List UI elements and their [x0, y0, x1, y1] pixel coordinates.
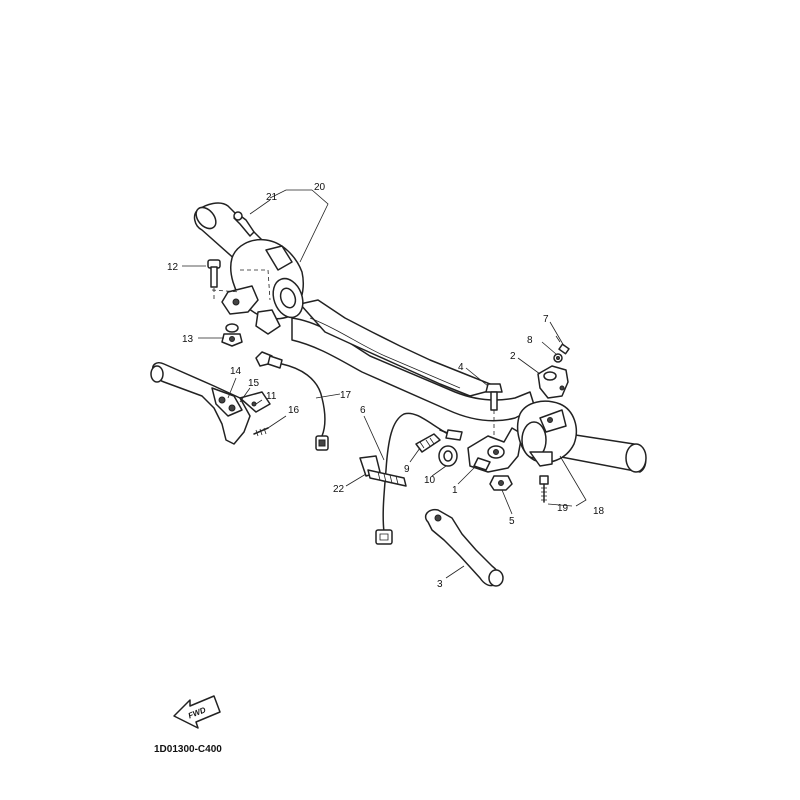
- screw-16: [253, 427, 269, 437]
- callout-17: 17: [340, 390, 352, 401]
- washer-8: [553, 353, 563, 363]
- handlebar: [291, 299, 536, 422]
- diagram-code: 1D01300-C400: [154, 744, 222, 755]
- callout-labels: 20 21 12 13 14 15 11 16 17 6 22 9 10 1 4…: [167, 182, 605, 590]
- throttle-cable: [375, 412, 463, 545]
- right-grip-switch-assembly: [516, 400, 647, 473]
- cable-adjuster: [415, 433, 441, 453]
- master-cylinder-cap-2: [537, 365, 569, 399]
- screw-21: [233, 211, 255, 237]
- forward-direction-arrow: FWD: [173, 695, 221, 729]
- callout-16: 16: [288, 405, 300, 416]
- screw-19: [539, 475, 549, 503]
- collar-10: [438, 445, 458, 467]
- callout-1: 1: [452, 485, 458, 496]
- cable-bracket-22: [359, 455, 407, 487]
- callout-3: 3: [437, 579, 443, 590]
- callout-15: 15: [248, 378, 260, 389]
- left-grip-switch-assembly: [193, 202, 304, 335]
- callout-18: 18: [593, 506, 605, 517]
- callout-11: 11: [266, 391, 277, 402]
- callout-13: 13: [182, 334, 194, 345]
- callout-10: 10: [424, 475, 436, 486]
- front-brake-lever: [424, 508, 504, 587]
- callout-8: 8: [527, 335, 533, 346]
- callout-9: 9: [404, 464, 410, 475]
- callout-14: 14: [230, 366, 242, 377]
- callout-20: 20: [314, 182, 326, 193]
- callout-4: 4: [458, 362, 464, 373]
- callout-22: 22: [333, 484, 345, 495]
- bolt-12: [207, 259, 221, 300]
- callout-21: 21: [266, 192, 278, 203]
- nut-5: [489, 475, 513, 491]
- screw-7: [555, 335, 570, 355]
- nut-13: [221, 323, 243, 347]
- clutch-lever: [150, 361, 271, 445]
- callout-7: 7: [543, 314, 549, 325]
- brake-lever-holder: [467, 427, 523, 473]
- callout-5: 5: [509, 516, 515, 527]
- callout-2: 2: [510, 351, 516, 362]
- callout-19: 19: [557, 503, 569, 514]
- bolt-4: [485, 383, 503, 436]
- clutch-switch-wire: [255, 351, 329, 451]
- leader-lines: [182, 189, 587, 579]
- callout-6: 6: [360, 405, 366, 416]
- callout-12: 12: [167, 262, 179, 273]
